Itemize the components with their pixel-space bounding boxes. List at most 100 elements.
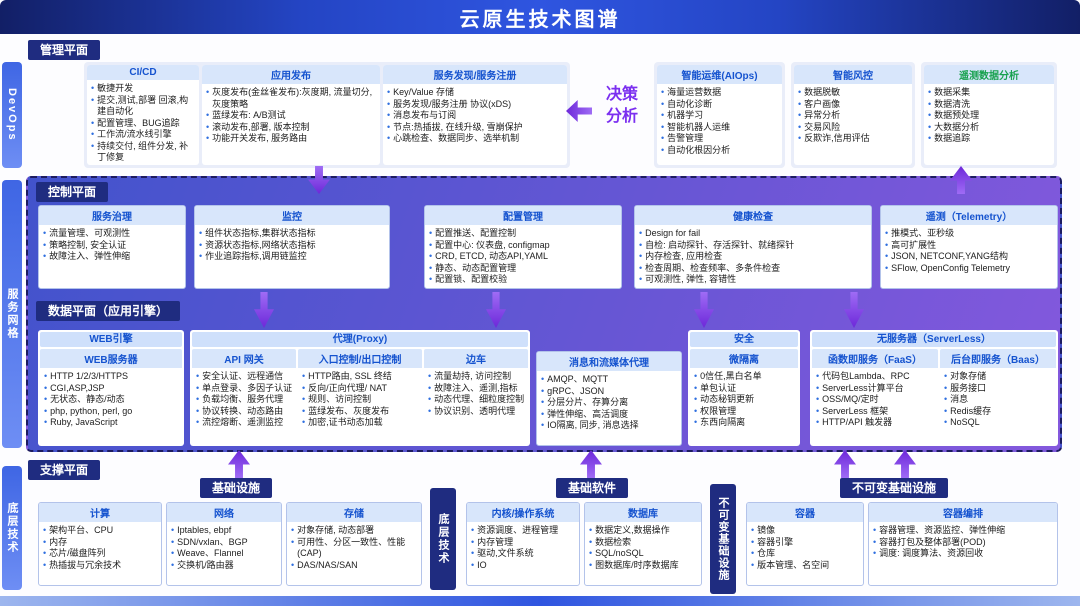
list-item: SDN/vxlan、BGP bbox=[171, 537, 278, 549]
list-item: 版本管理、名空间 bbox=[751, 560, 860, 572]
list-item: 检查周期、检查频率、多条件检查 bbox=[639, 263, 868, 275]
list-item: 高可扩展性 bbox=[885, 240, 1054, 252]
label-data-plane: 数据平面（应用引擎） bbox=[36, 301, 181, 321]
list-item: 弹性伸缩、高活调度 bbox=[541, 409, 678, 421]
card-faas: 函数即服务（FaaS） 代码包Lambda、RPCServerLess计算平台O… bbox=[812, 349, 938, 444]
list-item: Iptables, ebpf bbox=[171, 525, 278, 537]
list-item: Weave、Flannel bbox=[171, 548, 278, 560]
card-aiops: 智能运维(AIOps) 海量运营数据自动化诊断机器学习智能机器人运维告警管理自动… bbox=[657, 65, 782, 165]
list-item: 代码包Lambda、RPC bbox=[816, 371, 935, 383]
list-item: 心跳检查、数据同步、选举机制 bbox=[387, 133, 564, 145]
list-item: 东西向隔离 bbox=[694, 417, 795, 429]
card-orchestration-items: 容器管理、资源监控、弹性伸缩容器打包及整体部署(POD)调度: 调度算法、资源回… bbox=[869, 522, 1057, 585]
group-serverless: 无服务器（ServerLess） 函数即服务（FaaS） 代码包Lambda、R… bbox=[810, 330, 1058, 446]
list-item: 内存 bbox=[43, 537, 158, 549]
list-item: 异常分析 bbox=[798, 110, 909, 122]
card-risk-control: 智能风控 数据脱敏客户画像异常分析交易风险反欺诈,信用评估 bbox=[794, 65, 912, 165]
list-item: 客户画像 bbox=[798, 99, 909, 111]
card-app-release-title: 应用发布 bbox=[202, 65, 380, 84]
list-item: 流量劫持, 访问控制 bbox=[428, 371, 525, 383]
list-item: 对象存储, 动态部署 bbox=[291, 525, 418, 537]
card-risk-control-title: 智能风控 bbox=[794, 65, 912, 84]
list-item: 消息 bbox=[944, 394, 1053, 406]
card-orchestration-title: 容器编排 bbox=[869, 503, 1057, 522]
card-storage-items: 对象存储, 动态部署可用性、分区一致性、性能(CAP)DAS/NAS/SAN bbox=[287, 522, 421, 585]
label-management-plane: 管理平面 bbox=[28, 40, 101, 60]
card-cicd-title: CI/CD bbox=[87, 65, 199, 80]
list-item: CGI,ASP,JSP bbox=[44, 383, 179, 395]
list-item: 消息发布与订阅 bbox=[387, 110, 564, 122]
card-aiops-title: 智能运维(AIOps) bbox=[657, 65, 782, 84]
group-proxy: 代理(Proxy) API 网关 安全认证、远程通信单点登录、多因子认证负载均衡… bbox=[190, 330, 530, 446]
list-item: CRD, ETCD, 动态API,YAML bbox=[429, 251, 618, 263]
list-item: 芯片/磁盘阵列 bbox=[43, 548, 158, 560]
management-left-panel: CI/CD 敏捷开发提交,测试,部署 回滚,构建自动化配置管理、BUG追踪工作流… bbox=[84, 62, 570, 168]
list-item: 对象存储 bbox=[944, 371, 1053, 383]
card-health-check-items: Design for fail自检: 启动探针、存活探针、就绪探针内存检查, 应… bbox=[635, 225, 871, 288]
list-item: 功能开关发布, 服务路由 bbox=[206, 133, 377, 145]
list-item: 热插拔与冗余技术 bbox=[43, 560, 158, 572]
list-item: gRPC、JSON bbox=[541, 386, 678, 398]
list-item: AMQP、MQTT bbox=[541, 374, 678, 386]
list-item: 工作流/流水线引擎 bbox=[91, 129, 196, 141]
list-item: IO bbox=[471, 560, 576, 572]
group-security: 安全 微隔离 0信任,黑白名单单包认证动态秘钥更新权限管理东西向隔离 bbox=[688, 330, 800, 446]
list-item: 负载均衡、服务代理 bbox=[196, 394, 293, 406]
group-serverless-header: 无服务器（ServerLess） bbox=[812, 332, 1056, 347]
card-app-release: 应用发布 灰度发布(金丝雀发布):灰度期, 流量切分, 灰度策略蓝绿发布: A/… bbox=[202, 65, 380, 165]
card-ingress-egress-items: HTTP路由, SSL 终结反向/正向代理/ NAT规则、访问控制蓝绿发布、灰度… bbox=[298, 368, 422, 444]
card-ingress-egress: 入口控制/出口控制 HTTP路由, SSL 终结反向/正向代理/ NAT规则、访… bbox=[298, 349, 422, 444]
footer-gradient-bar bbox=[0, 596, 1080, 606]
card-telemetry-title: 遥测（Telemetry） bbox=[881, 206, 1057, 225]
card-compute-title: 计算 bbox=[39, 503, 161, 522]
list-item: 交易风险 bbox=[798, 122, 909, 134]
card-cicd-items: 敏捷开发提交,测试,部署 回滚,构建自动化配置管理、BUG追踪工作流/流水线引擎… bbox=[87, 80, 199, 165]
card-api-gateway-title: API 网关 bbox=[192, 349, 296, 368]
card-message-broker-items: AMQP、MQTTgRPC、JSON分层分片、存算分离弹性伸缩、高活调度IO隔离… bbox=[537, 371, 681, 445]
list-item: php, python, perl, go bbox=[44, 406, 179, 418]
panel-risk-control: 智能风控 数据脱敏客户画像异常分析交易风险反欺诈,信用评估 bbox=[791, 62, 915, 168]
list-item: 单点登录、多因子认证 bbox=[196, 383, 293, 395]
list-item: 动态秘钥更新 bbox=[694, 394, 795, 406]
card-web-server: WEB服务器 HTTP 1/2/3/HTTPSCGI,ASP,JSP无状态、静态… bbox=[40, 349, 182, 444]
list-item: DAS/NAS/SAN bbox=[291, 560, 418, 572]
list-item: 服务发现/服务注册 协议(xDS) bbox=[387, 99, 564, 111]
card-storage-title: 存储 bbox=[287, 503, 421, 522]
list-item: 内存检查, 应用检查 bbox=[639, 251, 868, 263]
list-item: 组件状态指标,集群状态指标 bbox=[199, 228, 386, 240]
list-item: 调度: 调度算法、资源回收 bbox=[873, 548, 1054, 560]
card-baas: 后台即服务（Baas） 对象存储服务接口消息Redis缓存NoSQL bbox=[940, 349, 1056, 444]
arrow-up-infrastructure bbox=[228, 450, 250, 478]
list-item: 数据采集 bbox=[928, 87, 1051, 99]
card-network-items: Iptables, ebpfSDN/vxlan、BGPWeave、Flannel… bbox=[167, 522, 281, 585]
group-proxy-header: 代理(Proxy) bbox=[192, 332, 528, 347]
list-item: 持续交付, 组件分发, 补丁修复 bbox=[91, 141, 196, 164]
card-service-governance-title: 服务治理 bbox=[39, 206, 185, 225]
list-item: 无状态、静态/动态 bbox=[44, 394, 179, 406]
list-item: 规则、访问控制 bbox=[302, 394, 419, 406]
list-item: 故障注入、弹性伸缩 bbox=[43, 251, 182, 263]
list-item: 服务接口 bbox=[944, 383, 1053, 395]
list-item: SQL/noSQL bbox=[589, 548, 698, 560]
card-ingress-egress-title: 入口控制/出口控制 bbox=[298, 349, 422, 368]
strip-low-level-tech: 底层技术 bbox=[2, 466, 22, 590]
card-health-check-title: 健康检查 bbox=[635, 206, 871, 225]
list-item: 智能机器人运维 bbox=[661, 122, 779, 134]
group-web-engine-header: WEB引擎 bbox=[40, 332, 182, 347]
list-item: 节点:热插拔, 在线升级, 雪崩保护 bbox=[387, 122, 564, 134]
list-item: 内存管理 bbox=[471, 537, 576, 549]
list-item: HTTP 1/2/3/HTTPS bbox=[44, 371, 179, 383]
list-item: 策略控制, 安全认证 bbox=[43, 240, 182, 252]
arrow-up-immutable-1 bbox=[834, 450, 856, 478]
card-monitoring-title: 监控 bbox=[195, 206, 389, 225]
label-support-plane: 支撑平面 bbox=[28, 460, 101, 480]
strip-service-mesh: 服务网格 bbox=[2, 180, 22, 448]
list-item: SFlow, OpenConfig Telemetry bbox=[885, 263, 1054, 275]
list-item: 数据追踪 bbox=[928, 133, 1051, 145]
group-security-header: 安全 bbox=[690, 332, 798, 347]
list-item: 静态、动态配置管理 bbox=[429, 263, 618, 275]
card-network: 网络 Iptables, ebpfSDN/vxlan、BGPWeave、Flan… bbox=[166, 502, 282, 586]
list-item: NoSQL bbox=[944, 417, 1053, 429]
card-service-governance: 服务治理 流量管理、可观测性策略控制, 安全认证故障注入、弹性伸缩 bbox=[38, 205, 186, 289]
card-health-check: 健康检查 Design for fail自检: 启动探针、存活探针、就绪探针内存… bbox=[634, 205, 872, 289]
